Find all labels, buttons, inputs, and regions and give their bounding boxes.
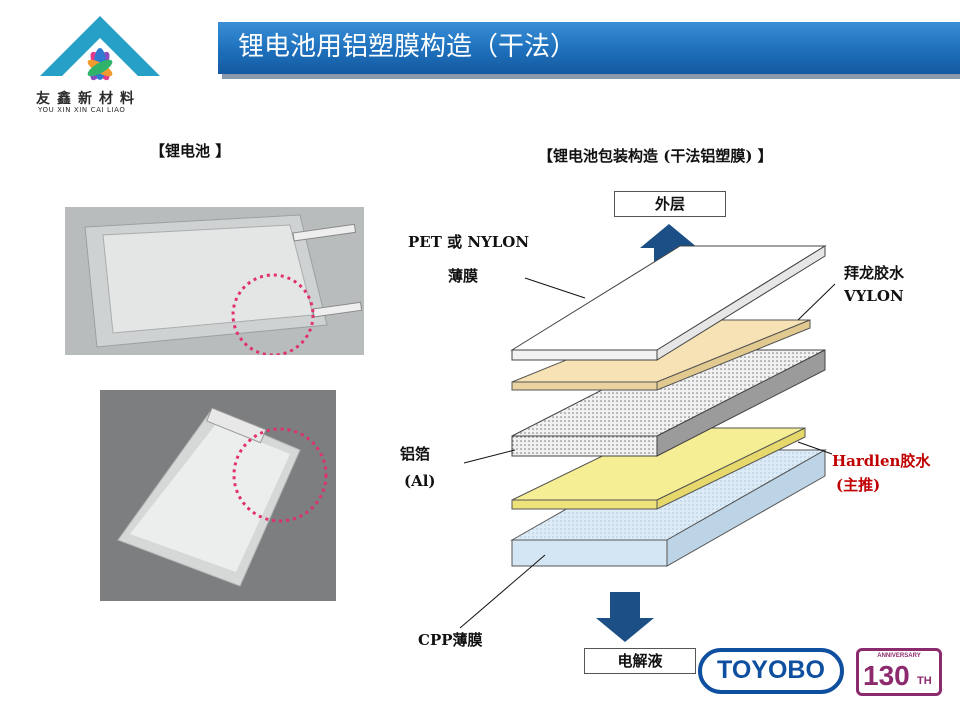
company-logo-icon <box>40 16 160 81</box>
anniversary-top-text: ANNIVERSARY <box>877 653 921 659</box>
anniversary-suffix: TH <box>917 675 932 687</box>
down-arrow-icon <box>596 592 654 642</box>
pet-label-line2: 薄膜 <box>448 267 479 285</box>
hardlen-glue-label-line2: (主推) <box>836 476 881 494</box>
anniversary-badge: ANNIVERSARY 130 TH <box>856 648 942 696</box>
company-name: 友鑫新材料 <box>36 91 141 107</box>
outer-layer-label: 外层 <box>614 191 726 217</box>
electrolyte-label: 电解液 <box>584 648 696 674</box>
structure-heading: 【锂电池包装构造 (干法铝塑膜) 】 <box>538 147 773 165</box>
al-foil-label-line2: (Al) <box>404 472 436 490</box>
vylon-glue-label-line2: VYLON <box>844 287 904 305</box>
toyobo-logo: TOYOBO <box>698 648 844 694</box>
pet-label-line1: PET 或 NYLON <box>408 233 530 251</box>
pouch-battery-photo-2 <box>100 390 336 601</box>
company-subtitle: YOU XIN XIN CAI LIAO <box>38 106 126 114</box>
al-foil-label-line1: 铝箔 <box>400 445 431 463</box>
layer-diagram <box>459 224 836 642</box>
pouch-battery-photo-1 <box>65 207 364 355</box>
hardlen-glue-label-line1: Hardlen胶水 <box>832 452 931 470</box>
anniversary-number: 130 <box>863 660 910 691</box>
page-title: 锂电池用铝塑膜构造（干法） <box>238 32 577 62</box>
toyobo-logo-text: TOYOBO <box>717 656 825 684</box>
title-bar <box>218 22 960 74</box>
vylon-glue-label-line1: 拜龙胶水 <box>844 264 905 282</box>
cpp-film-label: CPP薄膜 <box>418 631 483 649</box>
battery-heading: 【锂电池 】 <box>150 142 231 160</box>
